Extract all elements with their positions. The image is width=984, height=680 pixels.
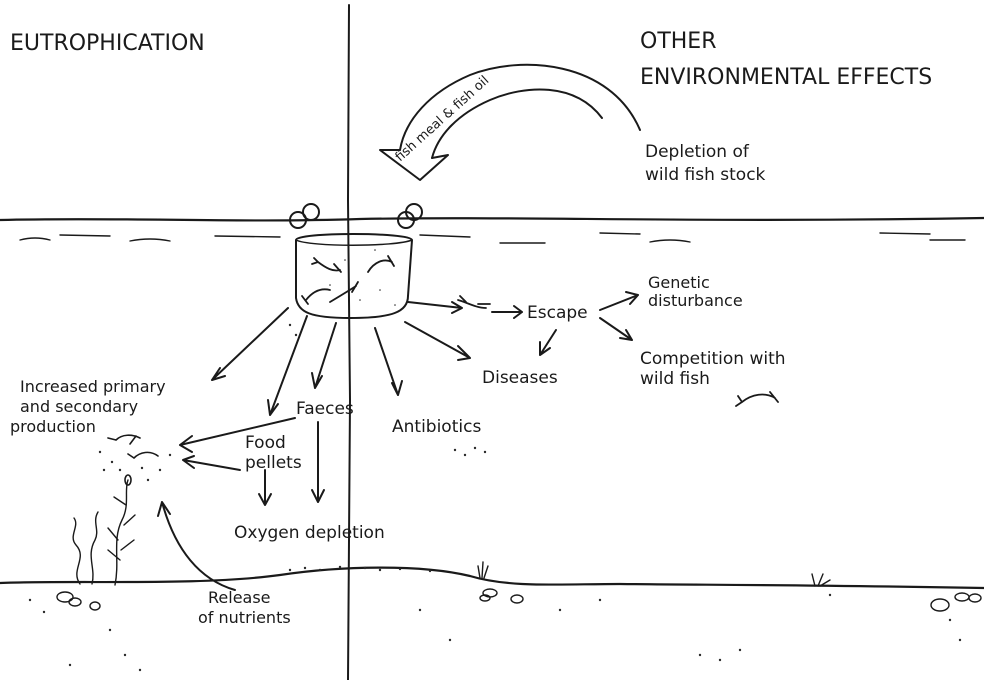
depletion-label-line2: wild fish stock [645,165,766,185]
escape-arrows [491,291,639,356]
depletion-label-line1: Depletion of [645,142,750,162]
fish-meal-label: fish meal & fish oil [393,73,493,165]
cage-net-texture [329,249,396,306]
plankton-icons [107,434,159,486]
increased-production-label-line3: production [10,417,96,436]
diseases-label: Diseases [482,368,558,388]
production-arrows [157,417,325,591]
heading-other: OTHER [640,29,716,54]
oxygen-depletion-label: Oxygen depletion [234,523,385,543]
faeces-label: Faeces [296,399,354,419]
escaping-fish-icon [457,295,491,309]
escape-label: Escape [527,303,588,323]
heading-environmental-effects: ENVIRONMENTAL EFFECTS [640,65,932,90]
fish-meal-arrow [379,63,641,181]
water-ripples [19,232,966,244]
release-label-line1: Release [208,588,271,607]
sediment-dots [28,565,962,672]
water-surface-line [0,216,984,222]
cage-buoys [289,203,423,229]
food-pellets-label-line2: pellets [245,453,302,473]
caged-fish-icons [301,255,395,305]
cage-outflow-arrows [211,301,471,416]
seabed-line [0,566,984,590]
fish-cage [289,203,423,319]
competition-label-line1: Competition with [640,349,786,369]
genetic-label-line2: disturbance [648,291,743,310]
release-label-line2: of nutrients [198,608,291,627]
increased-production-label-line1: Increased primary [20,377,166,396]
genetic-label-line1: Genetic [648,273,710,292]
wild-fish-icon [735,391,779,407]
heading-eutrophication: EUTROPHICATION [10,31,205,56]
center-divider-line [347,4,351,680]
seabed-pebbles [56,588,982,612]
increased-production-label-line2: and secondary [20,397,138,416]
food-pellets-label-line1: Food [245,433,286,453]
plankton-dots [98,323,487,482]
antibiotics-label: Antibiotics [392,417,481,437]
seaweed-icon [72,479,831,587]
competition-label-line2: wild fish [640,369,710,389]
